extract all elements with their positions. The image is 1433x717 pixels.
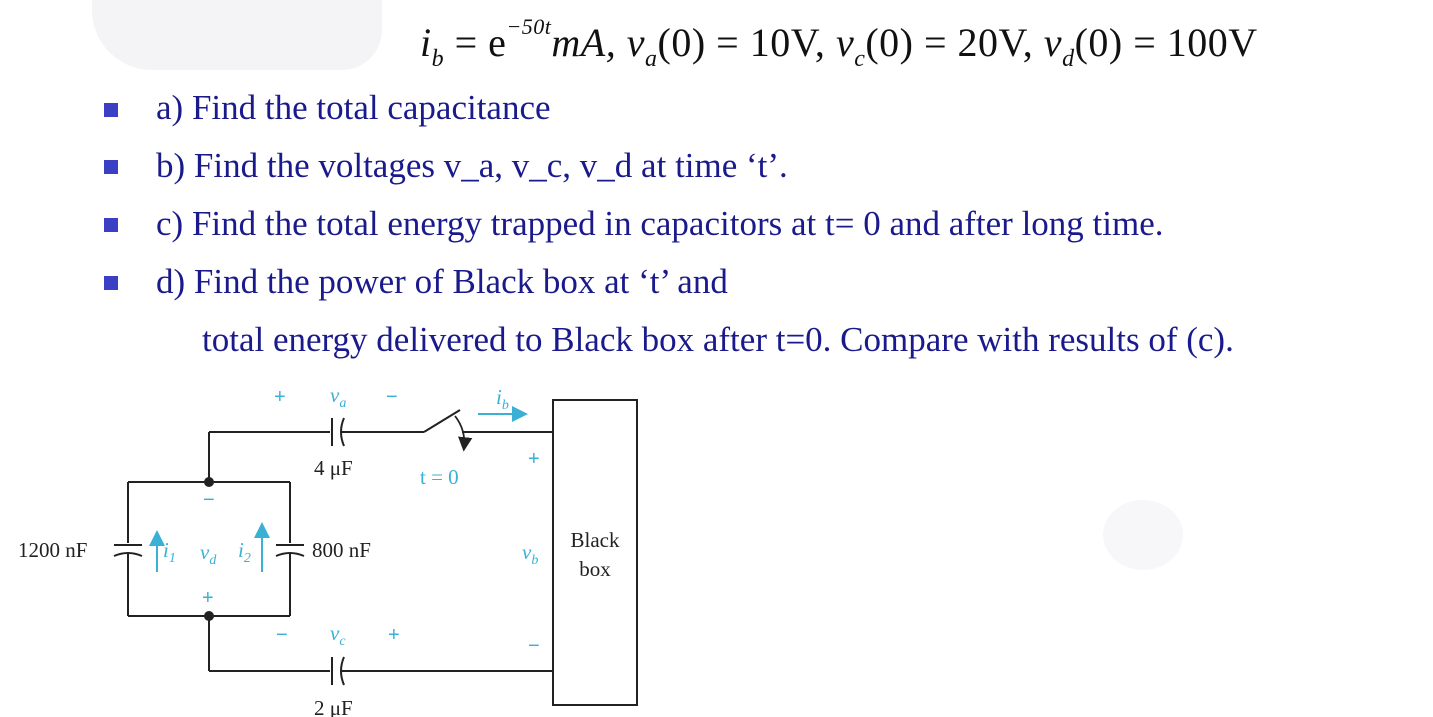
vd-minus: − <box>203 489 215 511</box>
circuit-diagram: Black box 4 μF 2 μF 1200 nF 800 nF + va … <box>18 383 638 717</box>
va-minus: − <box>386 386 398 408</box>
capacitor-4uF <box>331 417 345 447</box>
cap-c-value: 2 μF <box>314 696 353 717</box>
bullet-marker <box>104 103 118 117</box>
switch-label: t = 0 <box>420 465 459 489</box>
i2-label: i2 <box>238 538 251 566</box>
cap-a-value: 4 μF <box>314 456 353 480</box>
vd-label: vd <box>200 540 217 568</box>
vb-minus: − <box>528 635 540 657</box>
question-c: c) Find the total energy trapped in capa… <box>156 204 1164 243</box>
question-d: d) Find the power of Black box at ‘t’ an… <box>156 262 728 301</box>
question-d-continuation: total energy delivered to Black box afte… <box>202 320 1234 359</box>
question-a: a) Find the total capacitance <box>156 88 551 127</box>
switch-arrow-icon <box>454 415 473 452</box>
i1-label: i1 <box>163 538 176 566</box>
background-smudge <box>92 0 382 70</box>
ib-label: ib <box>496 385 509 413</box>
question-b: b) Find the voltages v_a, v_c, v_d at ti… <box>156 146 788 185</box>
black-box <box>552 399 638 706</box>
va-label: va <box>330 383 346 411</box>
background-smudge <box>1103 500 1183 570</box>
node-dot <box>204 611 214 621</box>
black-box-label-line1: Black <box>571 528 620 552</box>
vc-label: vc <box>330 621 346 649</box>
capacitor-2uF <box>331 656 345 686</box>
black-box-label-line2: box <box>579 557 611 581</box>
cap-right-value: 800 nF <box>312 538 371 562</box>
capacitor-800nF <box>275 544 305 557</box>
vb-plus: + <box>528 448 540 470</box>
cap-left-value: 1200 nF <box>18 538 87 562</box>
node-dot <box>204 477 214 487</box>
given-conditions-formula: ib = e−50tmA, va(0) = 10V, vc(0) = 20V, … <box>420 14 1258 72</box>
vd-plus: + <box>202 587 214 609</box>
va-plus: + <box>274 386 286 408</box>
capacitor-1200nF <box>113 544 143 557</box>
vb-label: vb <box>522 540 538 568</box>
bullet-marker <box>104 218 118 232</box>
bullet-marker <box>104 160 118 174</box>
vc-plus: + <box>388 624 400 646</box>
bullet-marker <box>104 276 118 290</box>
vc-minus: − <box>276 624 288 646</box>
